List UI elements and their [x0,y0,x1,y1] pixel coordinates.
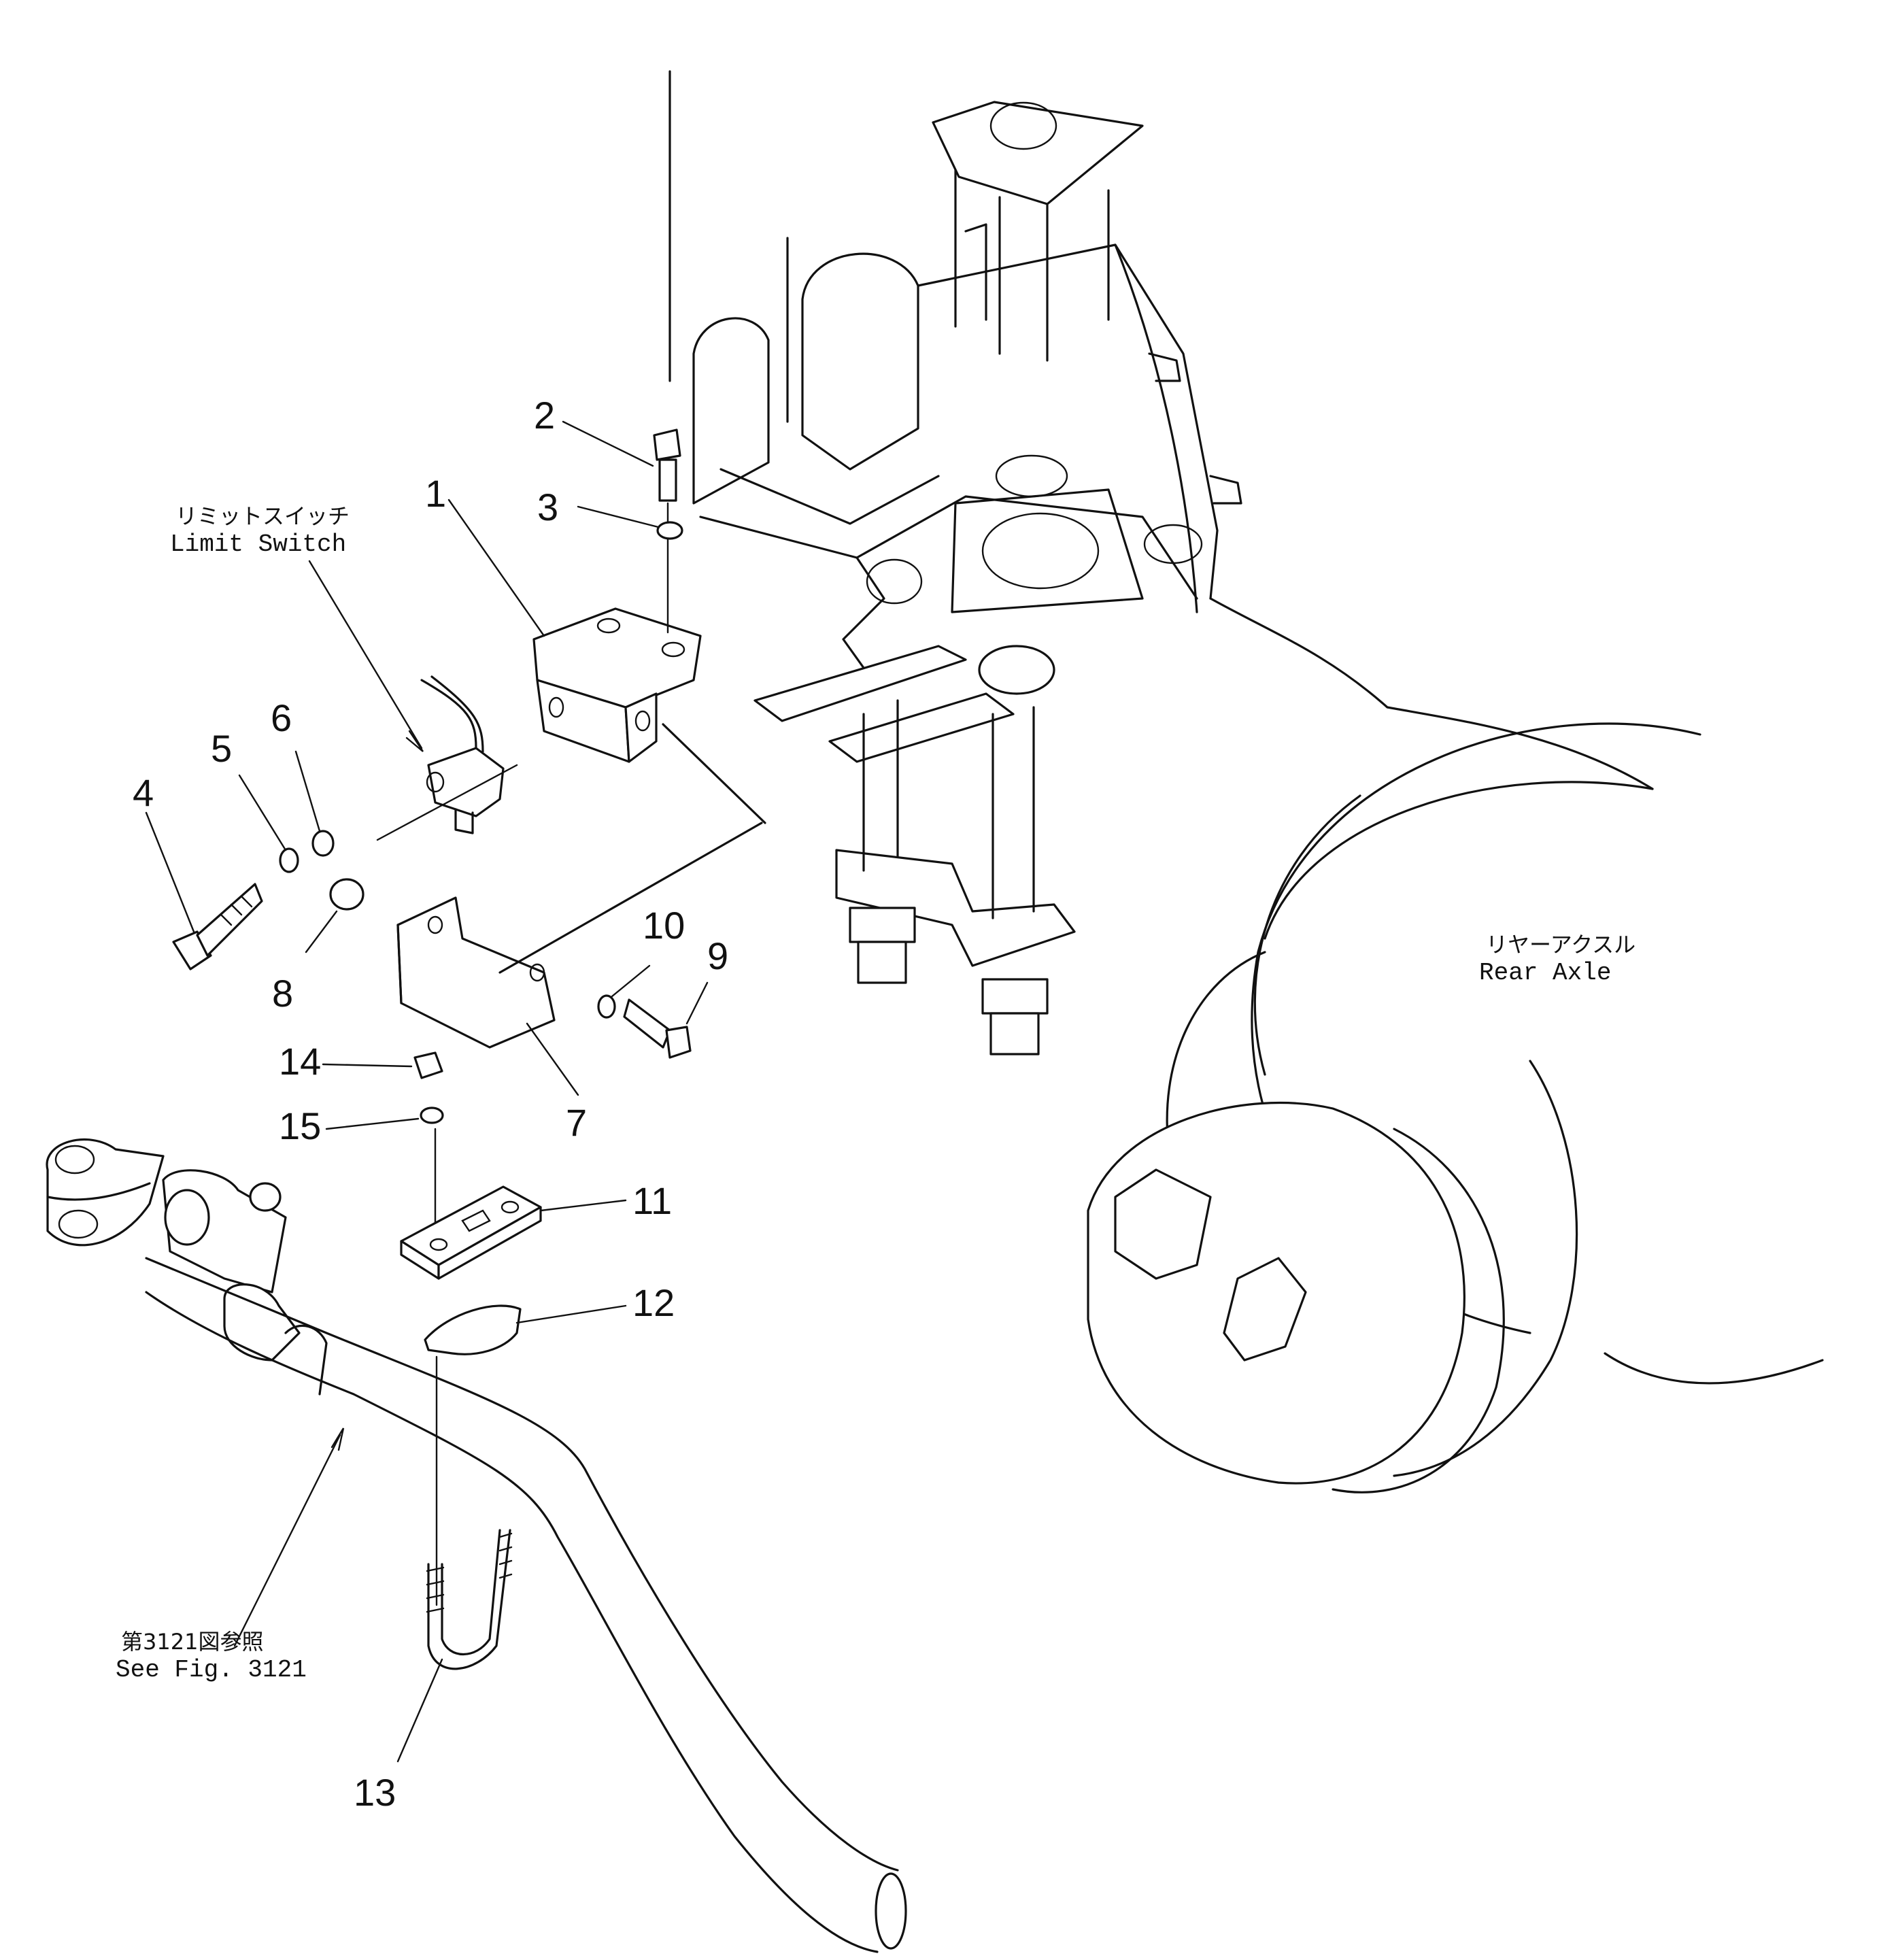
callout-7: 7 [566,1101,587,1144]
part-4-bolt [172,883,263,970]
limit-switch-label-en: Limit Switch [170,530,346,558]
see-fig-label-jp: 第3121図参照 [121,1629,263,1655]
limit-switch [420,675,505,834]
part-6-washer [311,830,335,857]
part-2-bolt [653,428,681,634]
callout-14: 14 [279,1040,321,1083]
part-5-lockwasher [279,847,299,873]
steering-tube [46,1138,907,1953]
part-3-washer [656,521,683,540]
part-12-pad [424,1304,522,1355]
notes: リミットスイッチ Limit Switch リヤーアクスル Rear Axle … [116,503,1636,1684]
rear-wheel-hub [1087,722,1824,1493]
rear-axle-label-en: Rear Axle [1479,959,1611,987]
callout-2: 2 [534,394,555,437]
rear-axle-label-jp: リヤーアクスル [1486,932,1636,958]
callout-3: 3 [537,486,558,528]
part-14-nut [413,1051,443,1079]
callout-6: 6 [271,696,292,739]
rear-axle-housing [668,70,1654,1055]
callout-numbers: 1 2 3 4 5 6 7 8 9 10 11 12 13 14 15 [133,394,728,1814]
callout-12: 12 [632,1281,675,1324]
callout-10: 10 [643,904,685,947]
callout-11: 11 [632,1179,672,1222]
callout-13: 13 [354,1771,396,1814]
see-fig-label-en: See Fig. 3121 [116,1656,307,1684]
part-8-spacer [329,878,365,911]
part-15-washer [420,1106,444,1124]
part-10-washer [597,994,616,1019]
callout-8: 8 [272,972,293,1015]
part-1-bracket [532,607,766,824]
callout-4: 4 [133,771,154,814]
leader-lines [145,420,709,1763]
limit-switch-label-jp: リミットスイッチ [175,503,350,529]
callout-5: 5 [211,727,232,770]
callout-1: 1 [425,472,446,515]
part-11-plate [400,1185,542,1280]
callout-9: 9 [707,934,728,977]
part-7-bracket [376,764,763,1049]
part-9-bolt [623,998,692,1059]
callout-15: 15 [279,1104,321,1147]
part-13-u-bolt [426,1529,513,1670]
